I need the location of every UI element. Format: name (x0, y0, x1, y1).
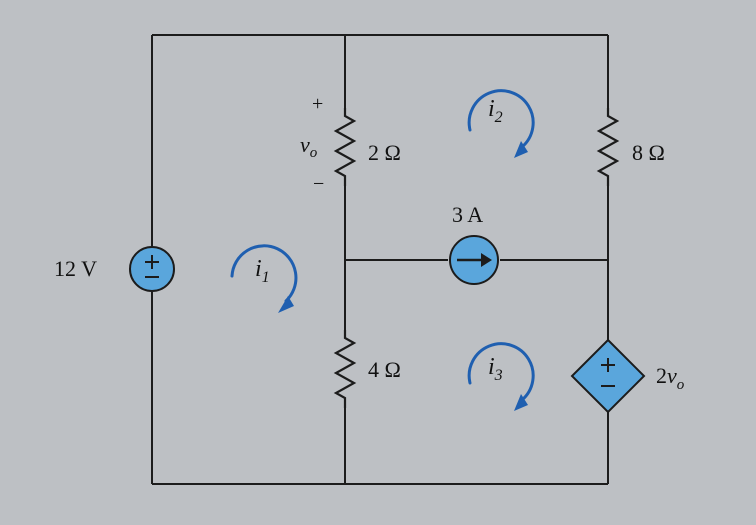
vo-minus-sign: − (313, 173, 324, 195)
dependent-source-sub: o (677, 377, 685, 393)
mesh-label-i2: i2 (488, 96, 503, 126)
current-source-label: 3 A (452, 202, 483, 227)
mesh-current-arrow-icon (230, 244, 298, 303)
mesh-current-arrow-icon (467, 89, 535, 149)
wires (151, 34, 609, 485)
dependent-source-label: 2vo (656, 363, 685, 393)
mesh-label-i3: i3 (488, 354, 503, 384)
vo-plus-sign: + (312, 93, 323, 115)
mesh-arrowhead-i1 (278, 296, 294, 313)
resistor-8ohm (596, 108, 620, 186)
vo-label: vo (300, 132, 318, 161)
mesh-arrows (230, 89, 535, 402)
resistor-4ohm-label: 4 Ω (368, 357, 401, 382)
current-source-icon (449, 235, 499, 285)
mesh-current-arrow-icon (467, 342, 535, 402)
dependent-source-var: v (667, 363, 677, 388)
resistor-2ohm (333, 108, 357, 186)
voltage-source-label: 12 V (54, 256, 97, 281)
mesh-arrowhead-i3 (514, 394, 528, 411)
mesh-label-i1: i1 (255, 256, 270, 286)
voltage-source-icon (129, 246, 175, 292)
resistor-8ohm-label: 8 Ω (632, 140, 665, 165)
resistor-4ohm (333, 330, 357, 408)
dependent-voltage-source-icon (570, 338, 646, 414)
mesh-arrowhead-i2 (514, 141, 528, 158)
resistor-2ohm-label: 2 Ω (368, 140, 401, 165)
dependent-source-coef: 2 (656, 363, 667, 388)
